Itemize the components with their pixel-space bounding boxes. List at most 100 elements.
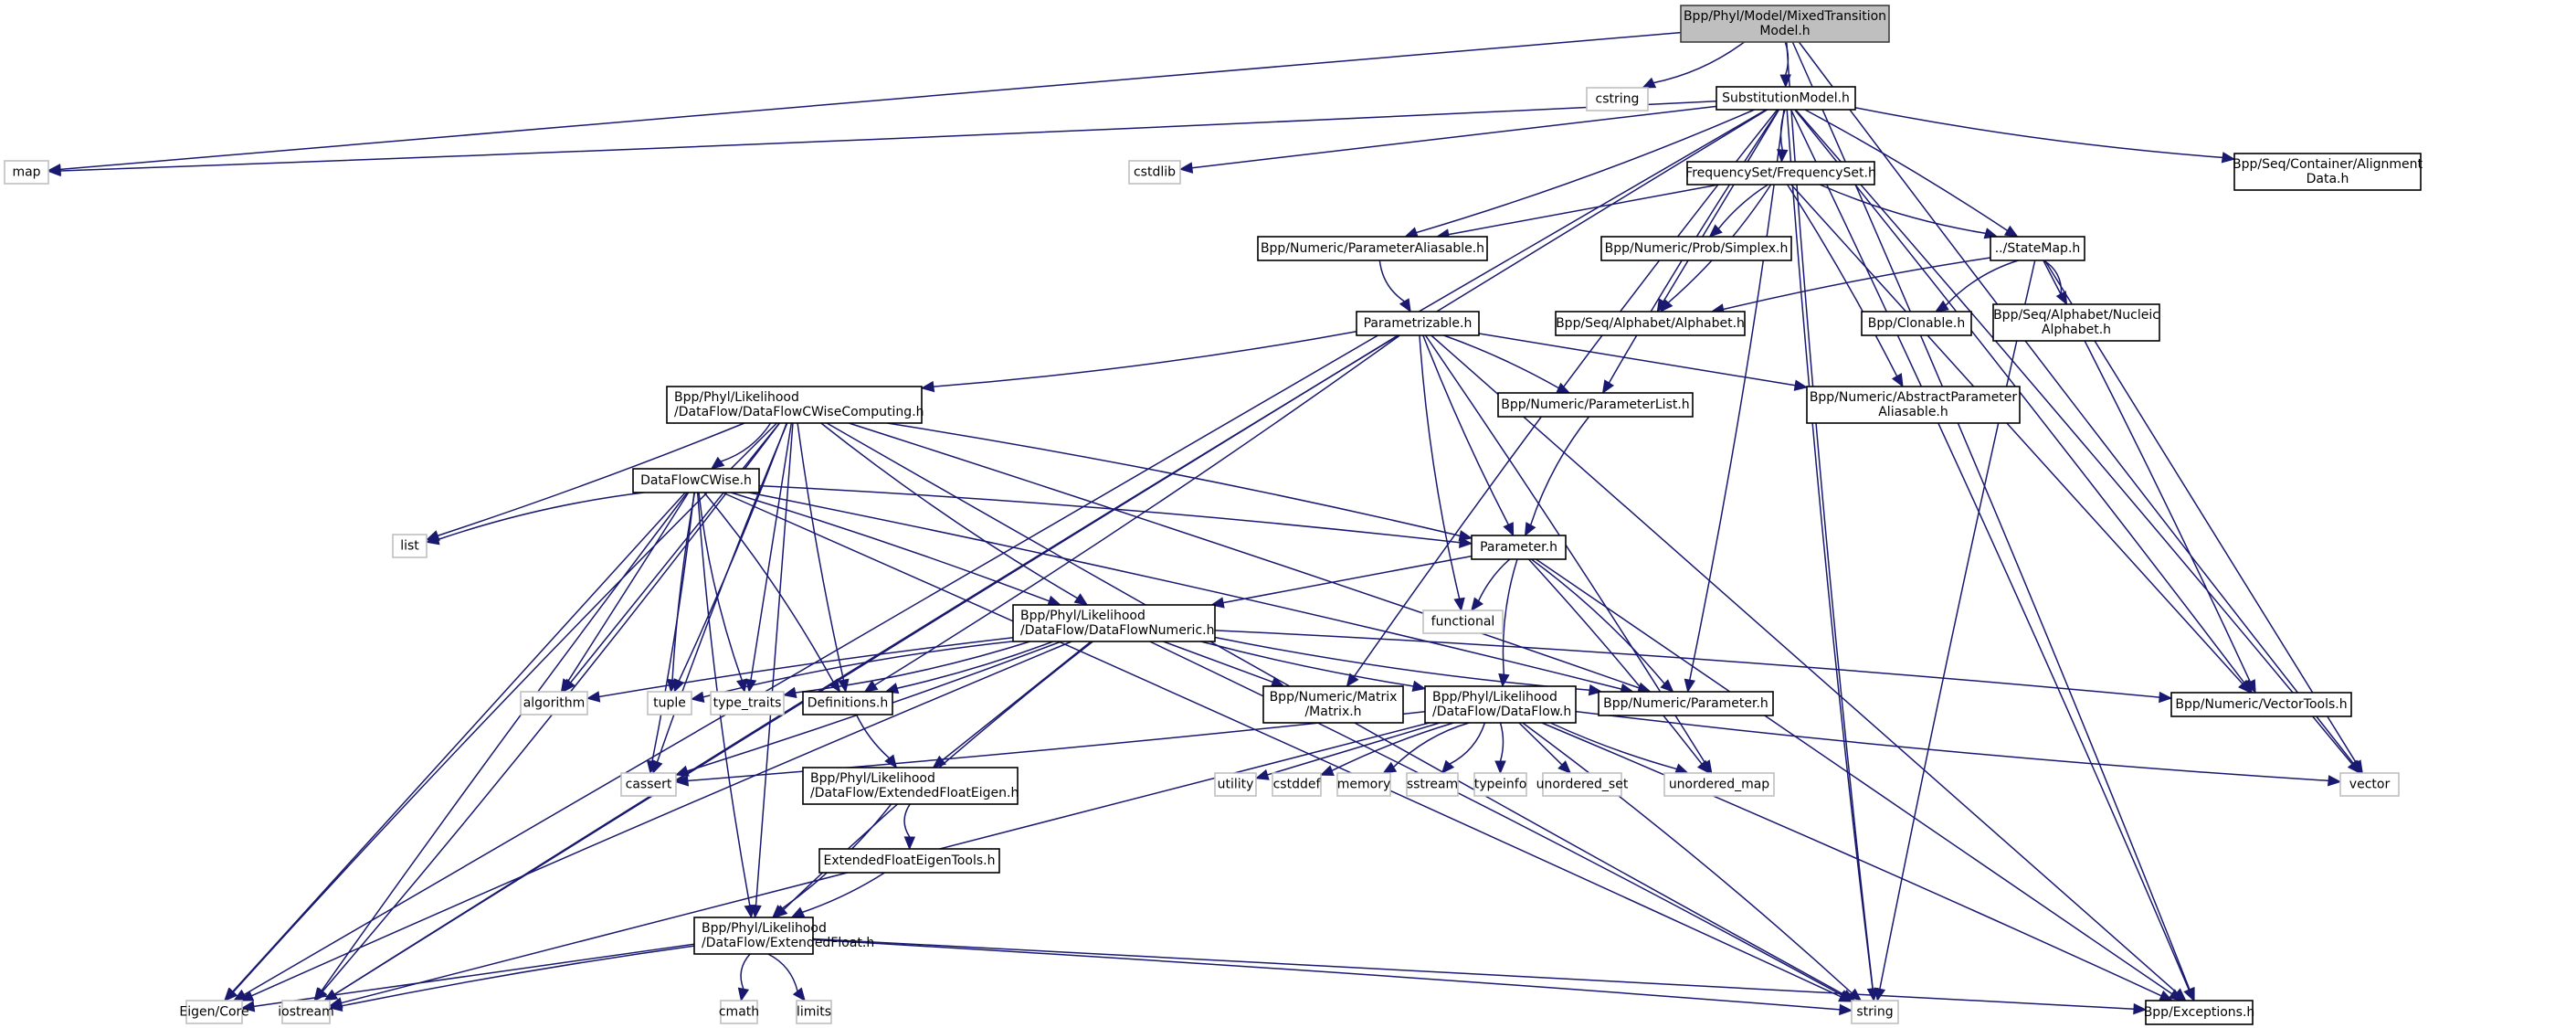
- node-label: Bpp/Seq/Alphabet/Nucleic: [1993, 308, 2159, 323]
- node-parameter[interactable]: Parameter.h: [1471, 535, 1567, 560]
- edge-line: [671, 492, 696, 681]
- node-box: [1406, 772, 1459, 797]
- edge-line: [812, 938, 1841, 1011]
- arrowhead-icon: [920, 380, 935, 393]
- node-box: [1336, 772, 1391, 797]
- node-label: DataFlowCWise.h: [640, 473, 752, 488]
- node-extfloat[interactable]: Bpp/Phyl/Likelihood/DataFlow/ExtendedFlo…: [693, 917, 874, 955]
- node-cstddef: cstddef: [1272, 772, 1322, 797]
- node-label: Bpp/Exceptions.h: [2144, 1005, 2255, 1020]
- edge-numeric-to-typetraits: [782, 641, 1030, 699]
- edge-dataflow-to-string: [1522, 722, 1863, 1002]
- node-box: [281, 1000, 331, 1024]
- arrowhead-icon: [47, 164, 61, 177]
- node-label: Bpp/Phyl/Likelihood: [674, 390, 799, 405]
- node-paramlist[interactable]: Bpp/Numeric/ParameterList.h: [1497, 392, 1694, 418]
- edge-line: [750, 422, 793, 681]
- node-exceptions[interactable]: Bpp/Exceptions.h: [2144, 1000, 2255, 1025]
- edge-line: [1393, 722, 1470, 768]
- node-label: ../StateMap.h: [1995, 241, 2081, 256]
- node-subst[interactable]: SubstitutionModel.h: [1716, 86, 1856, 111]
- node-alphabet[interactable]: Bpp/Seq/Alphabet/Alphabet.h: [1555, 311, 1746, 336]
- edge-line: [1267, 722, 1441, 776]
- arrowhead-icon: [1839, 990, 1854, 1002]
- edge-line: [855, 714, 891, 759]
- edge-dataflow-to-unorderedset: [1518, 722, 1572, 774]
- node-numeric[interactable]: Bpp/Phyl/Likelihood/DataFlow/DataFlowNum…: [1012, 604, 1216, 642]
- edge-parameter-to-functional: [1471, 558, 1511, 612]
- node-list: list: [392, 534, 428, 558]
- edge-line: [1214, 636, 1590, 691]
- edge-cwise-to-cassert: [646, 492, 695, 775]
- node-clonable[interactable]: Bpp/Clonable.h: [1861, 311, 1972, 336]
- edge-cwise-to-string: [722, 492, 1853, 1002]
- edge-cwisecomp-to-definitions: [797, 422, 850, 694]
- node-cwise[interactable]: DataFlowCWise.h: [632, 468, 760, 493]
- arrowhead-icon: [2168, 989, 2183, 1002]
- node-label: Parametrizable.h: [1364, 316, 1473, 331]
- node-utility: utility: [1214, 772, 1257, 797]
- edge-dataflow-to-utility: [1254, 722, 1441, 780]
- edge-line: [1786, 109, 1874, 990]
- arrowhead-icon: [1498, 673, 1510, 688]
- node-label: Definitions.h: [808, 696, 888, 711]
- node-efeigen[interactable]: Bpp/Phyl/Likelihood/DataFlow/ExtendedFlo…: [802, 767, 1019, 805]
- edge-line: [1416, 109, 1755, 234]
- node-label: Bpp/Phyl/Likelihood: [1020, 609, 1145, 623]
- edge-cwise-to-algorithm: [560, 492, 690, 694]
- node-label: unordered_set: [1536, 778, 1629, 792]
- edge-paramalias-to-parametrizable: [1378, 260, 1411, 313]
- node-box: [2233, 153, 2422, 191]
- node-box: [1663, 772, 1775, 797]
- arrowhead-icon: [1684, 678, 1696, 694]
- edge-line: [903, 803, 911, 838]
- node-matrix[interactable]: Bpp/Numeric/Matrix/Matrix.h: [1262, 685, 1404, 724]
- node-parametrizable[interactable]: Parametrizable.h: [1356, 311, 1480, 336]
- arrowhead-icon: [674, 765, 690, 777]
- arrowhead-icon: [1453, 597, 1465, 612]
- edge-line: [1653, 41, 1745, 84]
- node-label: Bpp/Phyl/Likelihood: [702, 921, 827, 936]
- arrowhead-icon: [884, 754, 898, 769]
- node-definitions[interactable]: Definitions.h: [802, 691, 893, 715]
- arrowhead-icon: [2133, 1002, 2148, 1015]
- arrowhead-icon: [710, 456, 725, 470]
- node-efeigentools[interactable]: ExtendedFloatEigenTools.h: [818, 848, 1000, 874]
- node-label: Bpp/Numeric/VectorTools.h: [2175, 697, 2347, 712]
- edge-freqset-to-simplex: [1708, 184, 1768, 238]
- node-freqset[interactable]: FrequencySet/FrequencySet.h: [1685, 161, 1876, 185]
- edge-efeigentools-to-extfloat: [790, 872, 885, 918]
- node-memory: memory: [1336, 772, 1391, 797]
- edge-cwise-to-list: [425, 492, 645, 546]
- node-paramalias[interactable]: Bpp/Numeric/ParameterAliasable.h: [1257, 236, 1488, 261]
- edge-layer: [47, 31, 2363, 1016]
- edge-line: [438, 492, 645, 541]
- node-numparam[interactable]: Bpp/Numeric/Parameter.h: [1598, 691, 1774, 716]
- node-vectortools[interactable]: Bpp/Numeric/VectorTools.h: [2170, 692, 2352, 717]
- edge-line: [1879, 260, 2036, 990]
- node-dataflow[interactable]: Bpp/Phyl/Likelihood/DataFlow/DataFlow.h: [1424, 685, 1577, 724]
- edge-cwise-to-parameter: [758, 484, 1473, 548]
- node-box: [818, 848, 1000, 874]
- arrowhead-icon: [2244, 679, 2256, 694]
- edge-numeric-to-eigencore: [239, 641, 1072, 1002]
- node-simplex[interactable]: Bpp/Numeric/Prob/Simplex.h: [1600, 236, 1792, 261]
- arrowhead-icon: [1178, 162, 1194, 174]
- edge-root-to-string: [1786, 41, 1879, 1002]
- node-statemap[interactable]: ../StateMap.h: [1990, 236, 2085, 261]
- edge-line: [802, 872, 885, 914]
- node-cwisecomp[interactable]: Bpp/Phyl/Likelihood/DataFlow/DataFlowCWi…: [666, 386, 924, 424]
- edge-line: [1536, 558, 2173, 995]
- arrowhead-icon: [744, 904, 755, 919]
- edge-line: [748, 492, 1622, 690]
- arrowhead-icon: [674, 775, 690, 787]
- arrowhead-icon: [1891, 373, 1904, 388]
- arrowhead-icon: [2350, 759, 2363, 775]
- arrowhead-icon: [1601, 379, 1615, 395]
- edge-paramlist-to-parameter: [1524, 416, 1590, 537]
- edge-dataflow-to-memory: [1382, 722, 1470, 774]
- node-label: typeinfo: [1474, 778, 1527, 792]
